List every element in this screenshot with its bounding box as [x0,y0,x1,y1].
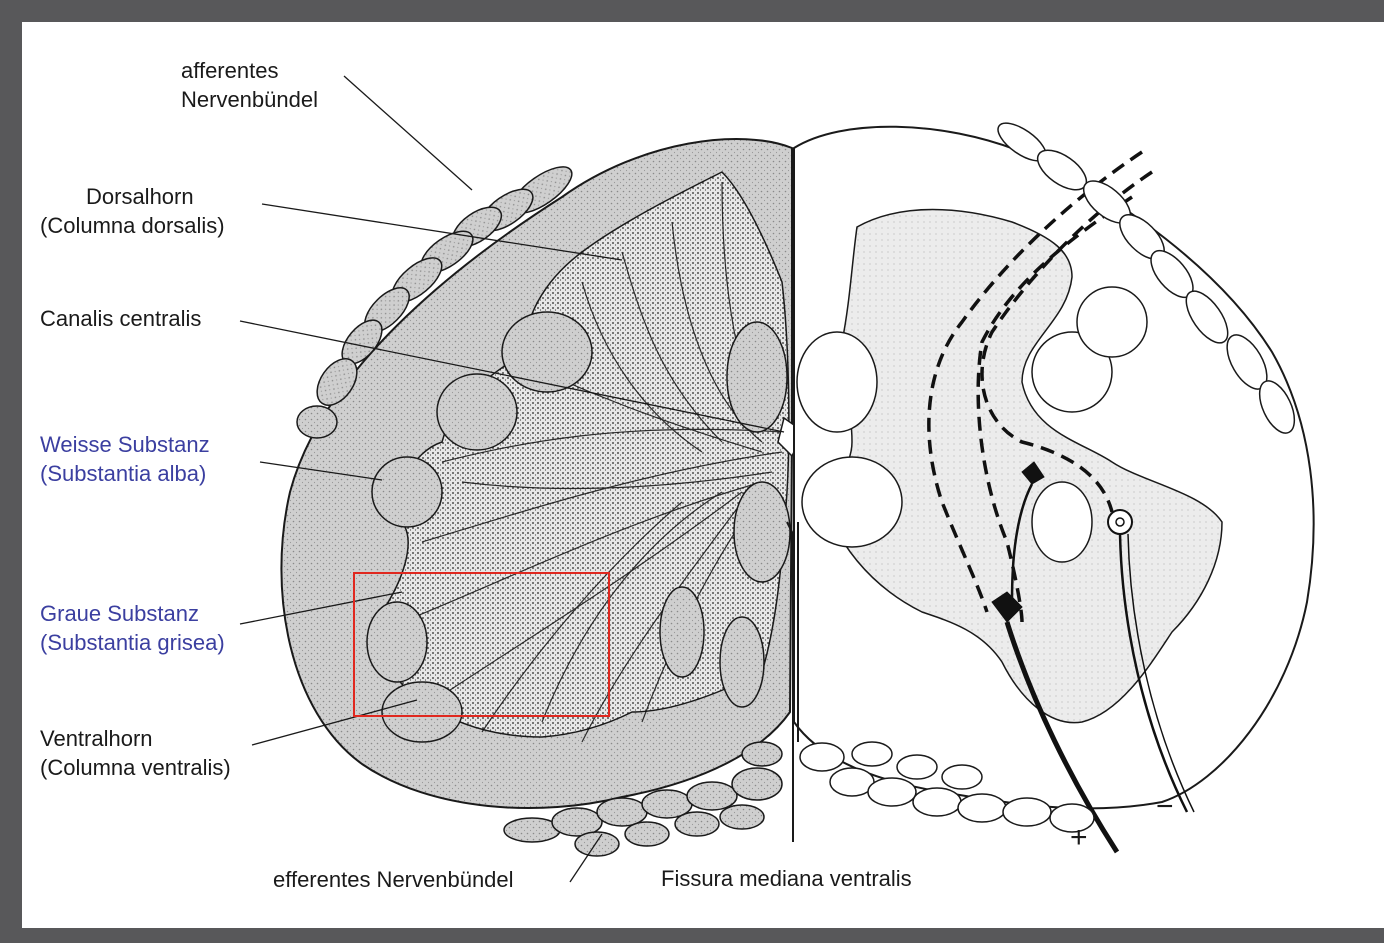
label-gray-matter: Graue Substanz (Substantia grisea) [40,599,225,657]
label-afferent-bundle: afferentes Nervenbündel [181,56,318,114]
label-graue-line1: Graue Substanz [40,599,225,628]
label-weisse-line2: (Substantia alba) [40,459,210,488]
label-afferent-line2: Nervenbündel [181,85,318,114]
label-dorsal-line1: Dorsalhorn [86,182,225,211]
label-efferent-bundle: efferentes Nervenbündel [273,865,514,894]
label-afferent-line1: afferentes [181,56,318,85]
label-ventral-horn: Ventralhorn (Columna ventralis) [40,724,231,782]
spinal-cord-cross-section [22,22,1384,928]
label-canalis-line1: Canalis centralis [40,304,201,333]
label-canalis-centralis: Canalis centralis [40,304,201,333]
diagram-frame: afferentes Nervenbündel Dorsalhorn (Colu… [22,22,1384,928]
label-white-matter: Weisse Substanz (Substantia alba) [40,430,210,488]
label-dorsal-horn: Dorsalhorn (Columna dorsalis) [86,182,225,240]
label-plus: + [1070,823,1088,852]
label-ventral-line2: (Columna ventralis) [40,753,231,782]
label-weisse-line1: Weisse Substanz [40,430,210,459]
label-fissura: Fissura mediana ventralis [661,864,912,893]
label-graue-line2: (Substantia grisea) [40,628,225,657]
label-minus: − [1156,792,1174,821]
label-dorsal-line2: (Columna dorsalis) [40,211,225,240]
label-ventral-line1: Ventralhorn [40,724,231,753]
